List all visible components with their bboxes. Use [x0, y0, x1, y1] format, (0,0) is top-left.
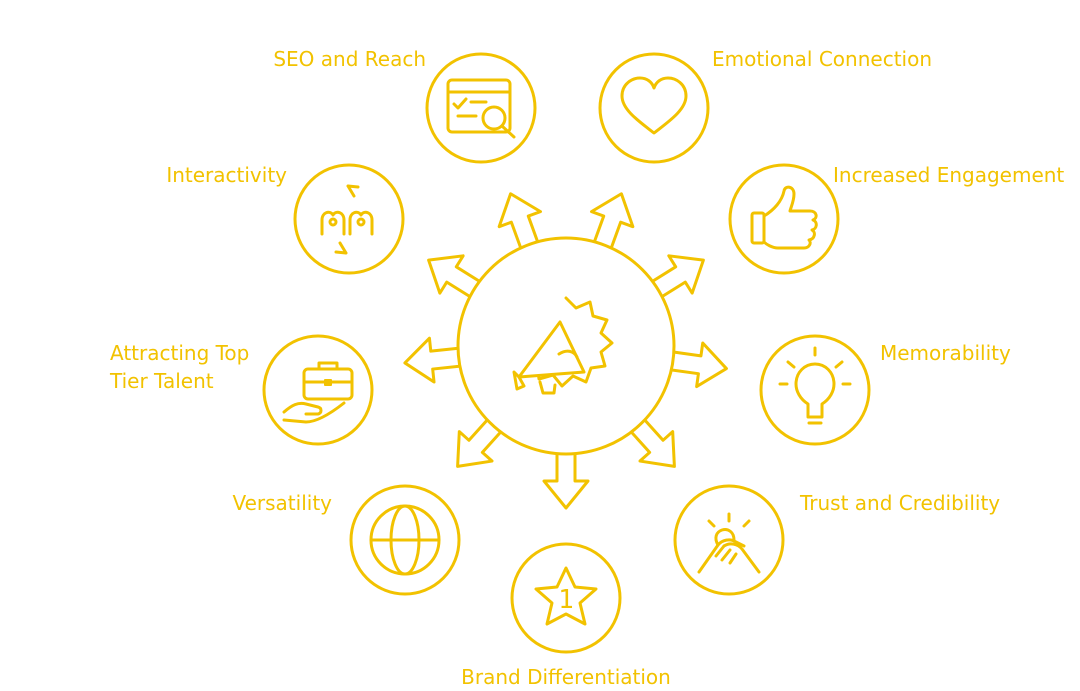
- label-brand-differentiation: Brand Differentiation: [461, 665, 671, 689]
- touch-fingers-icon: [320, 184, 374, 255]
- megaphone-badge-icon: [512, 296, 614, 395]
- node-seo-and-reach: [425, 52, 537, 164]
- node-brand-differentiation: 1: [510, 542, 622, 654]
- benefits-diagram: 1 SEO and Reach Emotional Connection Int…: [110, 47, 1065, 689]
- diagram-graphics: 1: [262, 52, 871, 654]
- briefcase-hand-icon: [282, 361, 354, 424]
- label-seo-and-reach: SEO and Reach: [273, 47, 426, 71]
- label-interactivity: Interactivity: [166, 163, 287, 187]
- node-interactivity: [293, 163, 405, 275]
- lightbulb-icon: [778, 346, 852, 425]
- label-increased-engagement: Increased Engagement: [833, 163, 1065, 187]
- badge-number: 1: [558, 585, 574, 615]
- label-attracting-top-tier-talent: Attracting Top Tier Talent: [110, 339, 249, 395]
- thumbs-up-icon: [750, 185, 818, 250]
- center-hub: [456, 236, 676, 456]
- label-emotional-connection: Emotional Connection: [712, 47, 932, 71]
- browser-search-icon: [446, 78, 516, 139]
- handshake-icon: [697, 512, 761, 574]
- globe-icon: [369, 504, 441, 576]
- heart-icon: [620, 76, 688, 135]
- node-attracting-top-tier-talent: [262, 334, 374, 446]
- node-versatility: [349, 484, 461, 596]
- label-memorability: Memorability: [880, 341, 1011, 365]
- node-emotional-connection: [598, 52, 710, 164]
- label-line: Tier Talent: [110, 369, 214, 393]
- node-trust-and-credibility: [673, 484, 785, 596]
- node-memorability: [759, 334, 871, 446]
- star-number-one-icon: 1: [534, 566, 598, 626]
- node-increased-engagement: [728, 163, 840, 275]
- label-trust-and-credibility: Trust and Credibility: [800, 491, 1001, 515]
- label-versatility: Versatility: [232, 491, 332, 515]
- label-line: Attracting Top: [110, 341, 250, 365]
